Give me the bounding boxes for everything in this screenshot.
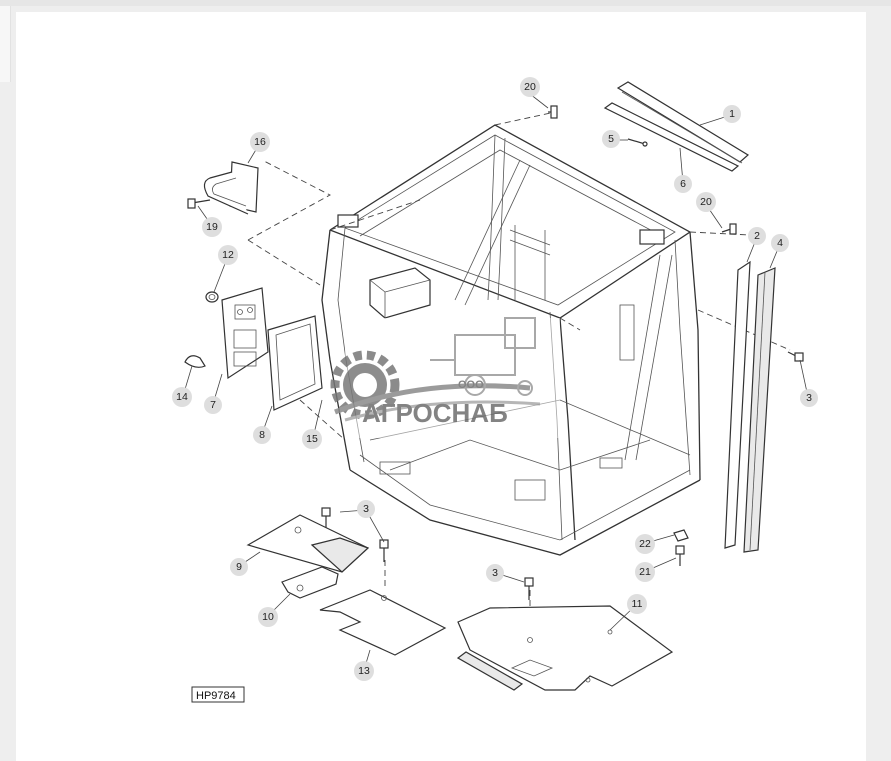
callout-14: 14 (172, 387, 192, 407)
bolt-part-20-top (548, 105, 558, 119)
svg-text:6: 6 (680, 178, 686, 190)
harvester-icon (430, 317, 536, 396)
callout-10: 10 (258, 607, 278, 627)
svg-text:15: 15 (306, 433, 318, 445)
bracket-part-10 (281, 566, 339, 599)
svg-text:3: 3 (806, 392, 812, 404)
bolt-part-20-right (721, 223, 737, 235)
svg-text:HP9784: HP9784 (196, 690, 236, 702)
callout-16: 16 (250, 132, 270, 152)
cab-frame (321, 124, 701, 556)
svg-text:14: 14 (176, 391, 188, 403)
svg-text:21: 21 (639, 566, 651, 578)
svg-text:3: 3 (363, 503, 369, 515)
svg-text:20: 20 (524, 81, 536, 93)
callout-20-right: 20 (696, 192, 716, 212)
svg-text:8: 8 (259, 429, 265, 441)
callout-2: 2 (748, 227, 766, 245)
callout-13: 13 (354, 661, 374, 681)
callout-3-floor-left: 3 (357, 500, 375, 518)
svg-text:11: 11 (632, 598, 643, 610)
callout-19: 19 (202, 217, 222, 237)
svg-text:7: 7 (210, 399, 216, 411)
seal-strip-part-4 (743, 267, 776, 553)
svg-text:19: 19 (206, 221, 218, 233)
callout-22: 22 (635, 534, 655, 554)
callout-12: 12 (218, 245, 238, 265)
callout-9: 9 (230, 558, 248, 576)
svg-text:13: 13 (358, 665, 370, 677)
svg-text:9: 9 (236, 561, 242, 573)
callout-8: 8 (253, 426, 271, 444)
seal-strip-part-2 (724, 260, 751, 549)
bolt-nut-parts-21-22 (673, 529, 689, 566)
callout-7: 7 (204, 396, 222, 414)
roof-rail-part-6 (603, 102, 740, 172)
svg-text:10: 10 (262, 611, 274, 623)
svg-text:22: 22 (639, 538, 651, 550)
gasket-part-8 (267, 315, 323, 411)
watermark-logo: ООО АГРОСНАБ (330, 317, 560, 438)
sidebar-collapse-tab[interactable] (0, 6, 11, 82)
callout-6: 6 (674, 175, 692, 193)
bolt-part-3-right (787, 351, 804, 362)
callout-1: 1 (723, 105, 741, 123)
svg-text:12: 12 (222, 249, 234, 261)
clip-part-14 (184, 355, 206, 368)
top-strip (0, 0, 891, 6)
floor-plate-part-13 (319, 589, 447, 656)
floor-mat-part-11 (456, 605, 674, 691)
svg-text:4: 4 (777, 237, 783, 249)
callout-3-right: 3 (800, 389, 818, 407)
callout-3-floor-mid: 3 (486, 564, 504, 582)
roof-rail-part-1 (616, 81, 750, 164)
bolt-part-19 (187, 198, 211, 209)
screw-part-5 (627, 138, 648, 147)
svg-text:ООО: ООО (458, 379, 484, 391)
callout-5: 5 (602, 130, 620, 148)
svg-text:АГРОСНАБ: АГРОСНАБ (362, 398, 508, 428)
callout-20-top: 20 (520, 77, 540, 97)
svg-text:1: 1 (729, 108, 735, 120)
callout-21: 21 (635, 562, 655, 582)
callouts: 20 1 5 6 20 2 4 3 16 19 12 14 7 8 15 3 9… (172, 77, 818, 681)
bolts-part-3-floor (321, 507, 534, 600)
access-plate-part-7 (221, 287, 269, 380)
callout-15: 15 (302, 429, 322, 449)
callout-4: 4 (771, 234, 789, 252)
floor-plate-part-9 (246, 514, 370, 573)
figure-id-label: HP9784 (191, 686, 245, 703)
svg-text:2: 2 (754, 230, 760, 242)
svg-text:16: 16 (254, 136, 266, 148)
callout-11: 11 (627, 594, 647, 614)
svg-text:3: 3 (492, 567, 498, 579)
svg-text:5: 5 (608, 133, 614, 145)
svg-text:20: 20 (700, 196, 712, 208)
grommet-part-12 (205, 291, 219, 303)
grab-handle-part-16 (203, 161, 259, 215)
